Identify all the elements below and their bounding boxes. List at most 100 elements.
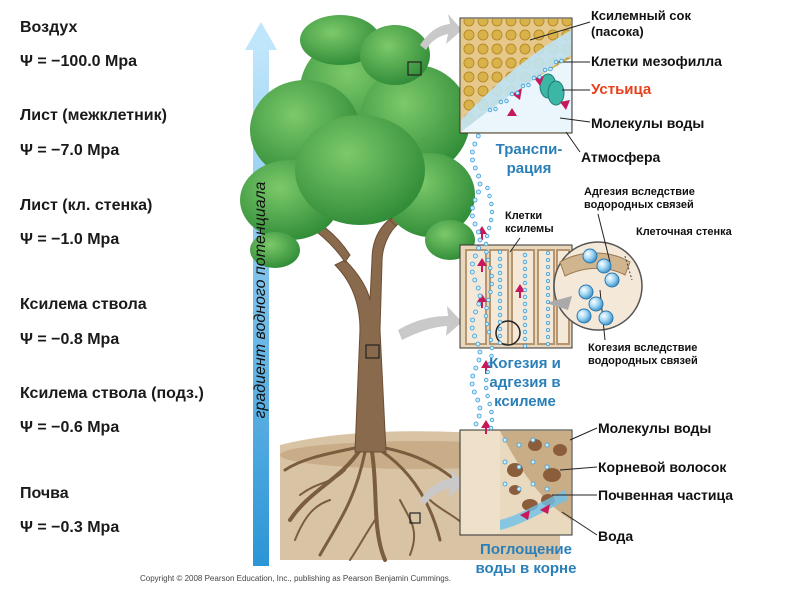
water-molecule-dot bbox=[526, 82, 531, 88]
water-molecule-dot bbox=[485, 257, 491, 263]
water-molecule-dot bbox=[476, 173, 481, 179]
water-molecule-dot bbox=[489, 209, 495, 215]
water-molecule-dot bbox=[470, 317, 476, 323]
water-molecule-dot bbox=[544, 464, 550, 470]
water-molecule-dot bbox=[486, 225, 492, 231]
water-molecule-dot bbox=[483, 241, 489, 247]
magnified-water-molecule bbox=[582, 248, 598, 264]
water-molecule-dot bbox=[485, 369, 490, 375]
water-molecule-dot bbox=[488, 217, 494, 223]
water-molecule-dot bbox=[489, 417, 495, 423]
potential-value-trunk-xylem-underground: Ψ = −0.6 Mpa bbox=[20, 419, 120, 436]
label-leader-lines bbox=[509, 21, 611, 536]
water-molecule-dot bbox=[472, 141, 478, 147]
water-molecule-dot bbox=[546, 299, 551, 304]
magnified-water-molecule bbox=[588, 296, 604, 312]
magnified-water-molecule bbox=[578, 284, 594, 300]
water-molecule-dot bbox=[484, 377, 489, 383]
label-root-hair: Корневой волосок bbox=[598, 459, 727, 475]
water-molecule-dot bbox=[537, 74, 542, 80]
water-molecule-dot bbox=[475, 285, 481, 291]
water-molecule-dot bbox=[497, 277, 503, 283]
water-molecule-dot bbox=[497, 319, 503, 325]
water-molecule-dot bbox=[520, 83, 526, 89]
water-molecule-dot bbox=[516, 464, 522, 470]
magnified-water-molecule bbox=[604, 272, 620, 288]
water-molecule-dot bbox=[472, 165, 478, 171]
water-molecule-dot bbox=[489, 281, 495, 287]
water-molecule-dot bbox=[504, 98, 509, 104]
caption-root-uptake: Поглощение воды в корне bbox=[475, 541, 577, 577]
water-molecule-dot bbox=[497, 326, 503, 332]
water-molecule-dot bbox=[522, 273, 528, 279]
label-stomata: Устьица bbox=[591, 81, 652, 98]
label-water-molecules-leaf: Молекулы воды bbox=[591, 115, 705, 131]
water-molecule-dot bbox=[484, 233, 490, 239]
water-molecule-dot bbox=[471, 389, 477, 395]
water-molecule-dot bbox=[522, 301, 528, 307]
water-molecule-dot bbox=[497, 333, 503, 339]
water-molecule-dot bbox=[477, 349, 483, 355]
water-molecule-dot bbox=[530, 459, 536, 465]
water-molecule-dot bbox=[472, 253, 478, 259]
label-xylem-cells: Клетки ксилемы bbox=[505, 210, 554, 235]
water-molecule-dot bbox=[470, 261, 475, 267]
potential-name-trunk-xylem-underground: Ксилема ствола (подз.) bbox=[20, 385, 204, 402]
water-molecule-dot bbox=[473, 309, 478, 315]
water-molecule-dot bbox=[546, 292, 551, 297]
water-molecule-dot bbox=[469, 149, 475, 155]
stem-detail-marker bbox=[365, 344, 380, 359]
water-molecule-dot bbox=[472, 333, 477, 339]
water-molecule-dot bbox=[469, 213, 475, 219]
water-molecule-dot bbox=[488, 425, 494, 431]
root-detail-marker bbox=[409, 512, 421, 524]
water-molecule-dot bbox=[497, 298, 503, 304]
water-molecule-dot bbox=[497, 312, 503, 318]
water-molecule-dot bbox=[489, 409, 494, 415]
label-soil-particle: Почвенная частица bbox=[598, 487, 734, 503]
leaf-panel bbox=[459, 17, 573, 134]
water-molecule-dot bbox=[475, 397, 481, 403]
potential-value-trunk-xylem: Ψ = −0.8 Mpa bbox=[20, 331, 120, 348]
label-cohesion: Когезия вследствие водородных связей bbox=[588, 342, 698, 367]
water-molecule-dot bbox=[489, 273, 494, 279]
root-panel bbox=[459, 429, 573, 536]
water-molecule-dot bbox=[553, 59, 559, 65]
water-molecule-dot bbox=[544, 442, 550, 448]
label-atmosphere: Атмосфера bbox=[581, 149, 661, 165]
water-molecule-dot bbox=[476, 189, 481, 195]
water-molecule-dot bbox=[486, 329, 492, 335]
water-molecule-dot bbox=[487, 361, 492, 367]
water-molecule-dot bbox=[530, 481, 536, 487]
potential-name-leaf-airspace: Лист (межклетник) bbox=[20, 107, 167, 124]
water-molecule-dot bbox=[497, 284, 503, 290]
label-cell-wall: Клеточная стенка bbox=[636, 226, 732, 238]
label-xylem-sap: Ксилемный сок (пасока) bbox=[591, 8, 691, 39]
water-molecule-dot bbox=[522, 266, 528, 272]
water-molecule-dot bbox=[488, 289, 493, 295]
copyright-notice: Copyright © 2008 Pearson Education, Inc.… bbox=[140, 574, 451, 583]
water-molecule-dot bbox=[489, 353, 494, 359]
water-molecule-dot bbox=[476, 229, 481, 235]
water-molecule-dot bbox=[522, 308, 528, 314]
water-molecule-dot bbox=[530, 437, 536, 443]
water-molecule-dot bbox=[516, 486, 522, 492]
water-molecule-dot bbox=[477, 293, 483, 299]
water-molecule-dot bbox=[484, 321, 490, 327]
water-molecule-dot bbox=[475, 341, 481, 347]
water-molecule-dot bbox=[559, 58, 564, 64]
water-molecule-dot bbox=[546, 341, 551, 346]
tree-canopy bbox=[240, 15, 475, 268]
label-water: Вода bbox=[598, 528, 634, 544]
potential-value-soil: Ψ = −0.3 Mpa bbox=[20, 519, 120, 536]
water-molecule-dot bbox=[470, 373, 476, 379]
water-molecule-dot bbox=[497, 270, 503, 276]
water-molecule-dot bbox=[522, 259, 528, 265]
water-molecule-dot bbox=[497, 291, 503, 297]
water-molecule-dot bbox=[470, 157, 475, 163]
magnified-water-molecule bbox=[576, 308, 592, 324]
water-molecule-dot bbox=[497, 263, 503, 269]
potential-value-leaf-airspace: Ψ = −7.0 Mpa bbox=[20, 142, 120, 159]
leaf-detail-marker bbox=[407, 61, 422, 76]
water-molecule-dot bbox=[469, 325, 475, 331]
